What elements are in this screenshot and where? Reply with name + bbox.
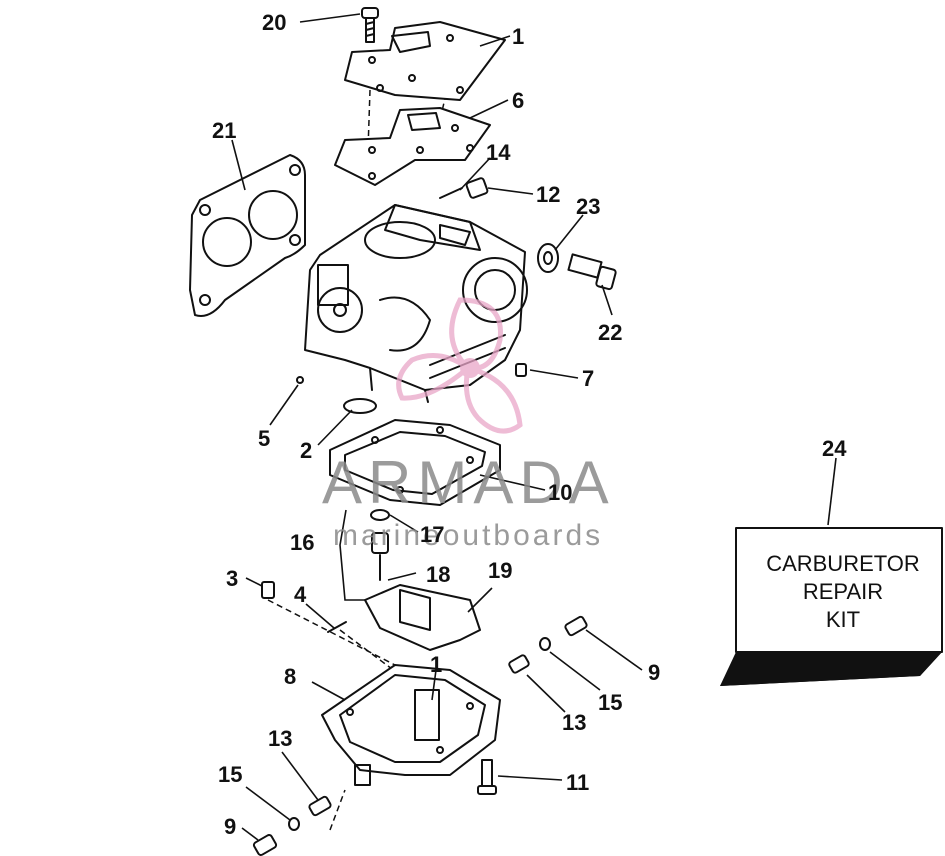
callout-10: 10 (548, 480, 572, 505)
callout-9-left: 9 (224, 814, 236, 839)
part-14-pin (439, 187, 463, 199)
callout-2: 2 (300, 438, 312, 463)
callout-4: 4 (294, 582, 307, 607)
part-16-needle-assembly (339, 509, 390, 601)
part-15-washer-left (288, 817, 300, 831)
callout-15-left: 15 (218, 762, 242, 787)
kit-box-label: CARBURETOR REPAIR KIT (766, 551, 920, 632)
callout-23: 23 (576, 194, 600, 219)
part-13-needle-right (508, 654, 530, 674)
callout-1-top: 1 (512, 24, 524, 49)
part-5-ball (296, 376, 304, 384)
callout-6: 6 (512, 88, 524, 113)
part-3-jet (261, 581, 275, 599)
part-12-screw (465, 177, 489, 199)
callout-1-bottom: 1 (430, 652, 442, 677)
part-1-cover-plate (344, 21, 506, 101)
part-20-screw (361, 7, 379, 43)
part-2-disc (343, 398, 377, 414)
callout-3: 3 (226, 566, 238, 591)
callout-21: 21 (212, 118, 236, 143)
callout-24: 24 (822, 436, 847, 461)
leader-lines (231, 13, 837, 841)
callout-22: 22 (598, 320, 622, 345)
callout-labels: 20 1 6 21 14 12 23 22 7 5 2 10 16 17 18 … (212, 10, 847, 839)
armada-watermark: ARMADA marineoutboards (322, 297, 615, 552)
callout-13-left: 13 (268, 726, 292, 751)
part-9-plug-right (564, 615, 588, 637)
carburetor-body (304, 204, 528, 403)
watermark-tagline: marineoutboards (333, 519, 603, 552)
part-19-float (364, 584, 481, 651)
kit-line-3: KIT (826, 607, 860, 632)
callout-14: 14 (486, 140, 511, 165)
kit-line-1: CARBURETOR (766, 551, 920, 576)
callout-11: 11 (566, 770, 589, 795)
kit-line-2: REPAIR (803, 579, 883, 604)
callout-15-right: 15 (598, 690, 622, 715)
callout-18: 18 (426, 562, 450, 587)
part-4-pin (327, 621, 347, 633)
part-8-float-bowl (321, 664, 501, 786)
callout-12: 12 (536, 182, 560, 207)
part-24-kit-box (720, 527, 943, 686)
callout-5: 5 (258, 426, 270, 451)
callout-20: 20 (262, 10, 286, 35)
callout-19: 19 (488, 558, 512, 583)
part-9-plug-left (252, 834, 278, 856)
propeller-logo-icon (396, 297, 523, 434)
part-10-bowl-gasket (329, 419, 501, 506)
callout-8: 8 (284, 664, 296, 689)
part-11-screw (477, 759, 497, 795)
callout-9-right: 9 (648, 660, 660, 685)
part-21-manifold-gasket (189, 154, 306, 317)
part-23-washer (537, 243, 559, 273)
part-22-bolt (567, 253, 617, 291)
callout-17: 17 (420, 522, 444, 547)
part-7-plug (515, 363, 527, 377)
part-13-needle-left (308, 795, 332, 817)
callout-16: 16 (290, 530, 314, 555)
part-6-gasket (334, 107, 491, 186)
callout-13-right: 13 (562, 710, 586, 735)
part-15-washer-right (539, 637, 551, 651)
watermark-brand: ARMADA (322, 449, 615, 516)
callout-7: 7 (582, 366, 594, 391)
